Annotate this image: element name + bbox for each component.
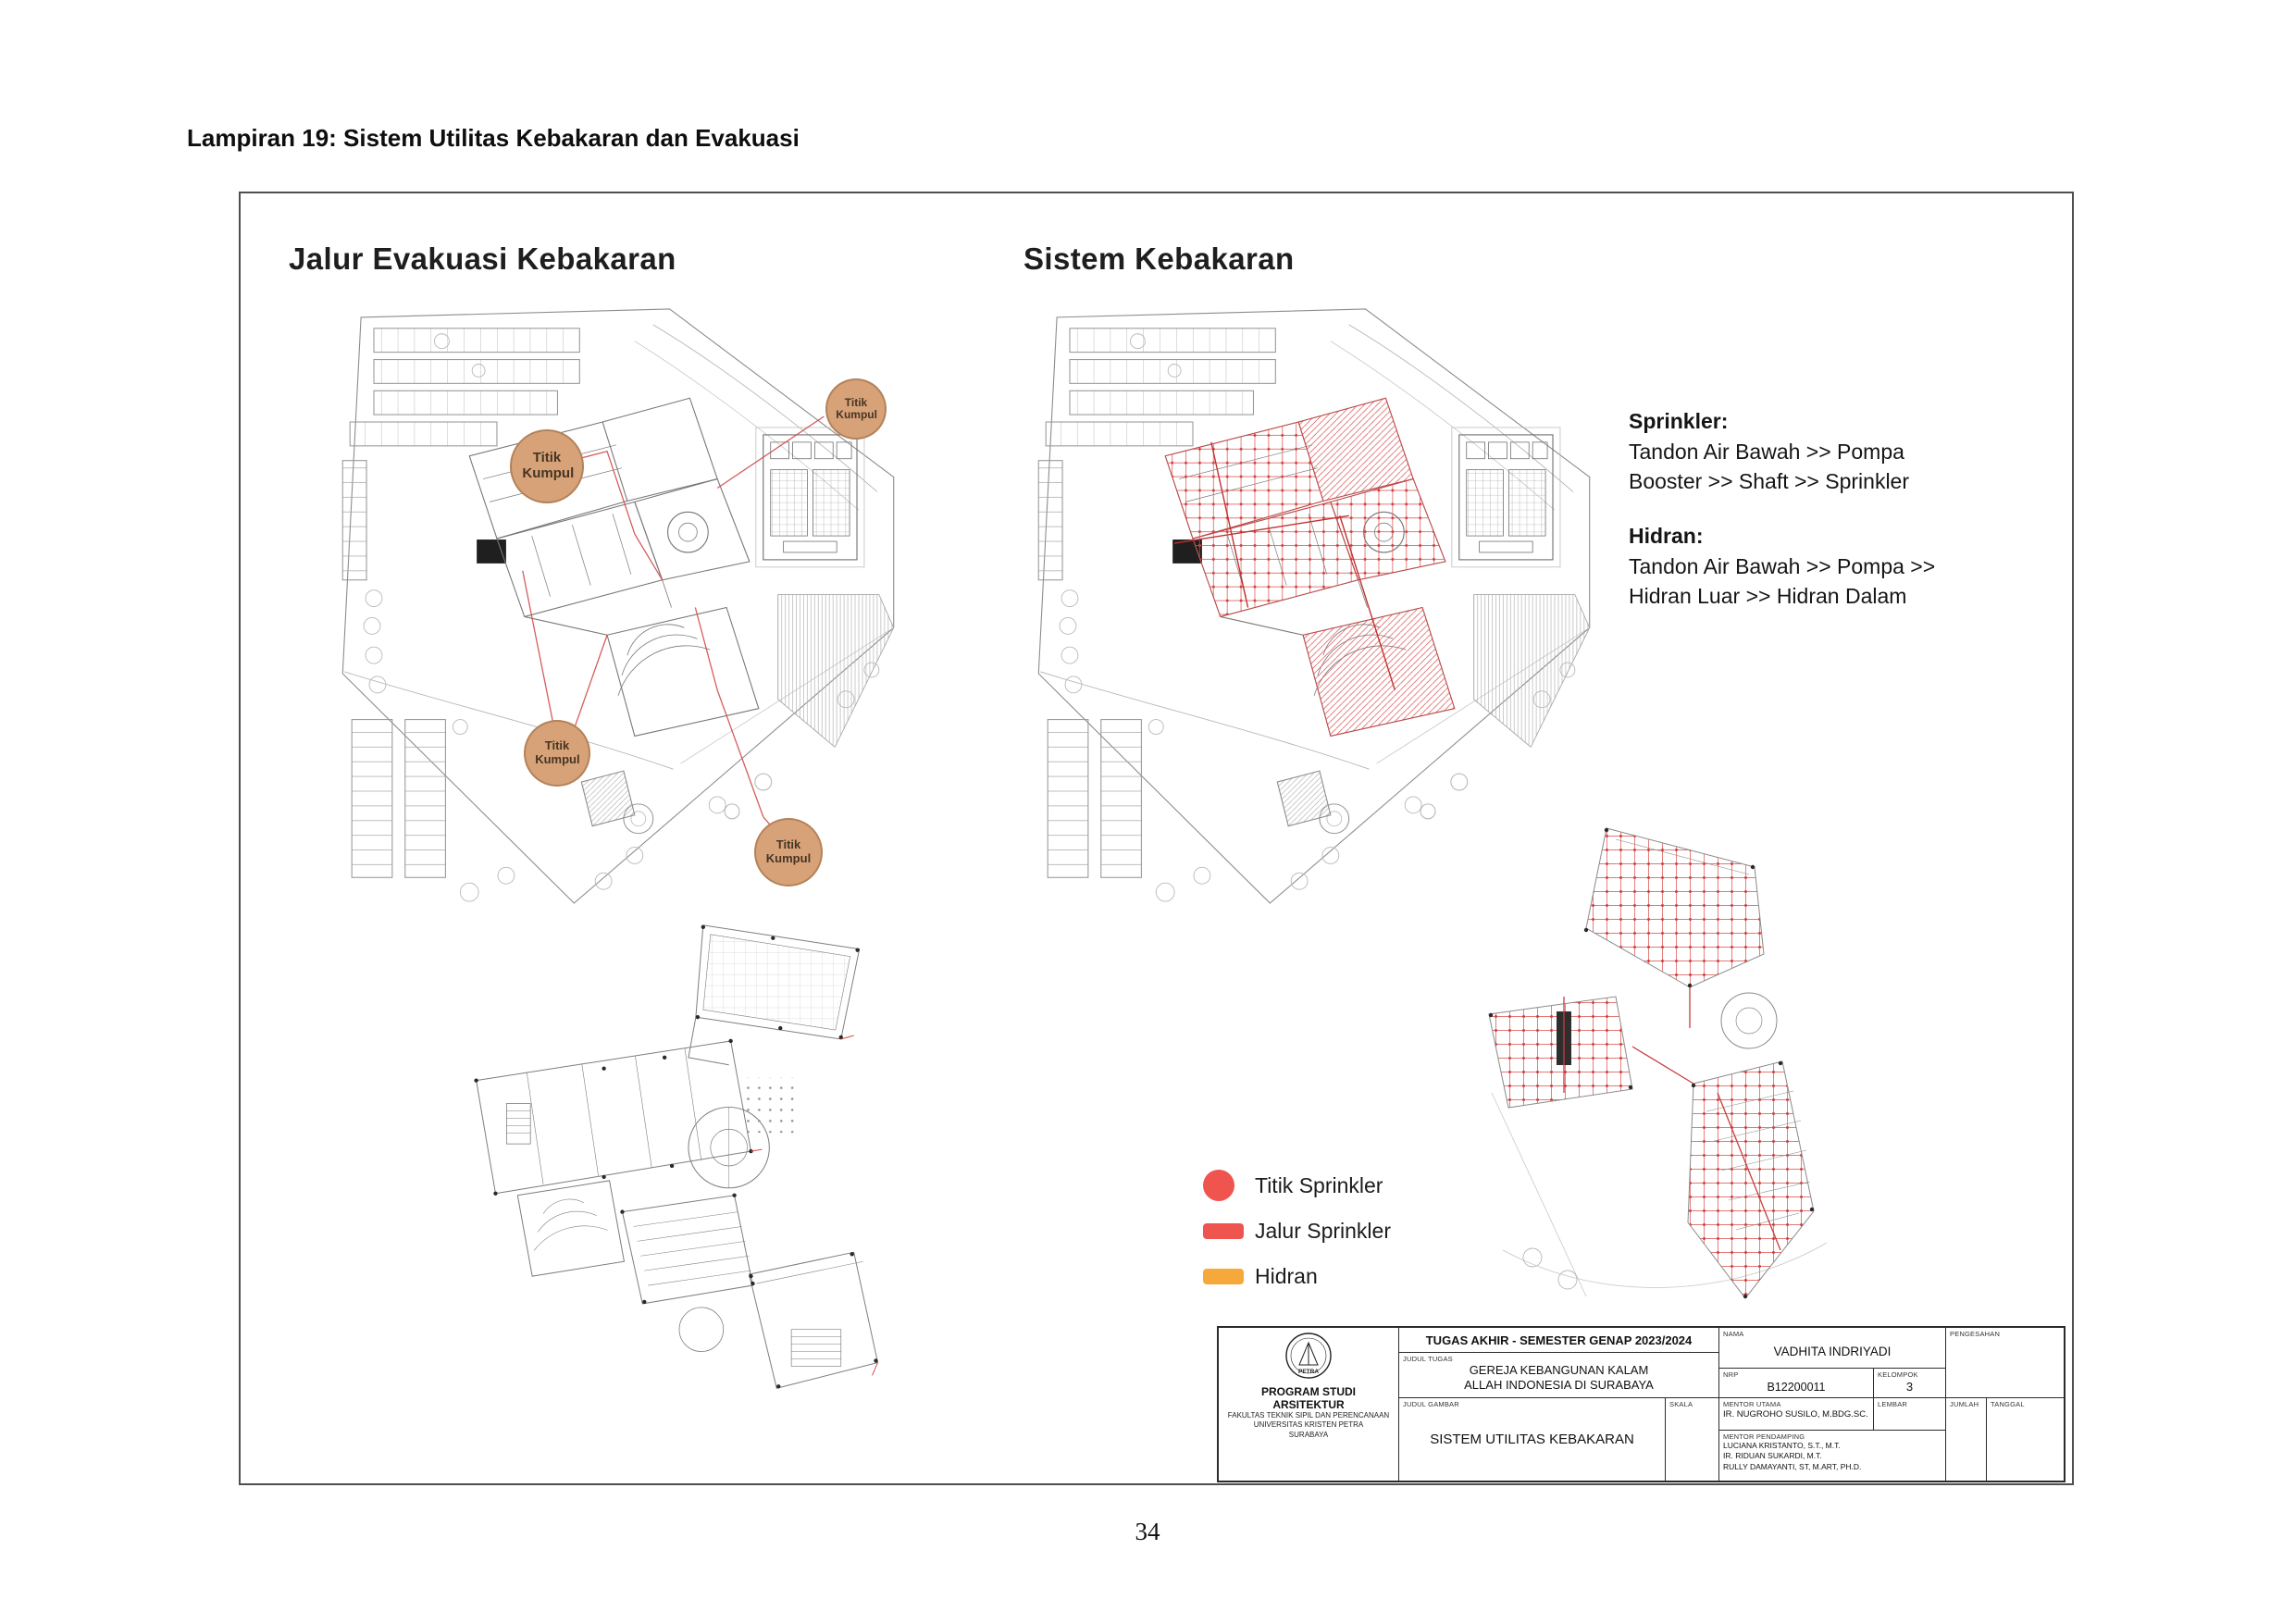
evacuation-site-plan: Titik Kumpul Titik Kumpul Titik Kumpul T… bbox=[329, 304, 903, 911]
titik-kumpul-marker: Titik Kumpul bbox=[825, 378, 887, 440]
sprinkler-point-icon bbox=[1203, 1170, 1234, 1201]
nama-label: NAMA bbox=[1723, 1330, 1744, 1338]
nama-cell: NAMA VADHITA INDRIYADI bbox=[1719, 1328, 1945, 1369]
fire-system-panel-title: Sistem Kebakaran bbox=[1023, 242, 1295, 276]
mentor-utama-label: MENTOR UTAMA bbox=[1723, 1400, 1781, 1408]
institution-faculty: FAKULTAS TEKNIK SIPIL DAN PERENCANAAN bbox=[1227, 1411, 1390, 1419]
sprinkler-line-icon bbox=[1203, 1222, 1244, 1239]
title-block-people: NAMA VADHITA INDRIYADI NRP B12200011 KEL… bbox=[1719, 1328, 1946, 1481]
title-block-project: TUGAS AKHIR - SEMESTER GENAP 2023/2024 J… bbox=[1399, 1328, 1719, 1481]
skala-label: SKALA bbox=[1669, 1400, 1693, 1408]
mentor-pendamping-cell: MENTOR PENDAMPING LUCIANA KRISTANTO, S.T… bbox=[1719, 1431, 1945, 1481]
project-header-cell: TUGAS AKHIR - SEMESTER GENAP 2023/2024 bbox=[1399, 1328, 1718, 1353]
titik-kumpul-label: Titik Kumpul bbox=[836, 395, 877, 421]
petra-logo: PETRA bbox=[1285, 1333, 1332, 1379]
titik-kumpul-marker: Titik Kumpul bbox=[754, 818, 823, 886]
institution-city: SURABAYA bbox=[1288, 1430, 1329, 1439]
mentor-pendamping-1: LUCIANA KRISTANTO, S.T., M.T. bbox=[1723, 1441, 1841, 1450]
system-notes: Sprinkler: Tandon Air Bawah >> Pompa Boo… bbox=[1629, 406, 1953, 636]
kelompok-cell: KELOMPOK 3 bbox=[1873, 1369, 1945, 1397]
title-block: PETRA PROGRAM STUDI ARSITEKTUR FAKULTAS … bbox=[1217, 1326, 2066, 1482]
institution-program: PROGRAM STUDI ARSITEKTUR bbox=[1261, 1385, 1356, 1411]
legend-label: Hidran bbox=[1255, 1263, 1318, 1288]
hidran-swatch-wrap bbox=[1203, 1268, 1255, 1284]
lembar-cell: LEMBAR bbox=[1873, 1398, 1945, 1430]
legend: Titik Sprinkler Jalur Sprinkler Hidran bbox=[1203, 1167, 1391, 1303]
kelompok-label: KELOMPOK bbox=[1878, 1370, 1918, 1379]
kelompok-value: 3 bbox=[1905, 1380, 1914, 1394]
nrp-row: NRP B12200011 KELOMPOK 3 bbox=[1719, 1369, 1945, 1398]
jumlah-cell: JUMLAH bbox=[1946, 1398, 1987, 1481]
page-number: 34 bbox=[1135, 1518, 1160, 1545]
pengesahan-cell: PENGESAHAN bbox=[1946, 1328, 2064, 1398]
judul-gambar-label: JUDUL GAMBAR bbox=[1403, 1400, 1459, 1408]
petra-logo-text: PETRA bbox=[1298, 1369, 1319, 1375]
mentor-pendamping-3: RULLY DAMAYANTI, ST, M.ART, PH.D. bbox=[1723, 1461, 1862, 1471]
sprinkler-point-swatch-wrap bbox=[1203, 1170, 1255, 1201]
sprinkler-note-text: Tandon Air Bawah >> Pompa Booster >> Sha… bbox=[1629, 439, 1910, 494]
institution-university: UNIVERSITAS KRISTEN PETRA bbox=[1253, 1420, 1364, 1430]
legend-label: Jalur Sprinkler bbox=[1255, 1218, 1391, 1243]
evacuation-floor-plan-svg bbox=[474, 924, 879, 1389]
hidran-icon bbox=[1203, 1268, 1244, 1284]
hidran-note-text: Tandon Air Bawah >> Pompa >> Hidran Luar… bbox=[1629, 553, 1936, 609]
nama-value: VADHITA INDRIYADI bbox=[1773, 1345, 1892, 1358]
sprinkler-note: Sprinkler: Tandon Air Bawah >> Pompa Boo… bbox=[1629, 406, 1953, 497]
sprinkler-floor-plan bbox=[1475, 815, 1849, 1320]
judul-tugas-cell: JUDUL TUGAS GEREJA KEBANGUNAN KALAM ALLA… bbox=[1399, 1353, 1718, 1398]
legend-item: Hidran bbox=[1203, 1258, 1391, 1295]
hidran-note: Hidran: Tandon Air Bawah >> Pompa >> Hid… bbox=[1629, 521, 1953, 612]
lembar-label: LEMBAR bbox=[1878, 1400, 1908, 1408]
fire-system-site-plan-svg bbox=[1037, 308, 1591, 904]
nrp-value: B12200011 bbox=[1767, 1380, 1826, 1394]
nrp-label: NRP bbox=[1723, 1370, 1739, 1379]
mentor-utama-value: IR. NUGROHO SUSILO, M.BDG.SC. bbox=[1723, 1409, 1868, 1419]
sprinkler-overlay bbox=[1164, 397, 1456, 737]
titik-kumpul-marker: Titik Kumpul bbox=[510, 429, 584, 503]
structure-columns bbox=[1488, 827, 1815, 1299]
judul-gambar-cell: JUDUL GAMBAR SISTEM UTILITAS KEBAKARAN bbox=[1399, 1398, 1665, 1481]
sprinkler-line-swatch-wrap bbox=[1203, 1222, 1255, 1239]
judul-gambar-row: JUDUL GAMBAR SISTEM UTILITAS KEBAKARAN S… bbox=[1399, 1398, 1718, 1481]
exit-marks bbox=[751, 1035, 878, 1376]
judul-tugas-label: JUDUL TUGAS bbox=[1403, 1355, 1453, 1363]
legend-label: Titik Sprinkler bbox=[1255, 1172, 1383, 1197]
title-block-approval: PENGESAHAN JUMLAH TANGGAL bbox=[1946, 1328, 2064, 1481]
legend-item: Jalur Sprinkler bbox=[1203, 1212, 1391, 1249]
page-header: Lampiran 19: Sistem Utilitas Kebakaran d… bbox=[187, 124, 800, 152]
titik-kumpul-marker: Titik Kumpul bbox=[524, 720, 590, 787]
pengesahan-label: PENGESAHAN bbox=[1950, 1330, 2001, 1338]
fire-system-site-plan bbox=[1025, 304, 1599, 911]
mentor-utama-row: MENTOR UTAMA IR. NUGROHO SUSILO, M.BDG.S… bbox=[1719, 1398, 1945, 1431]
titik-kumpul-label: Titik Kumpul bbox=[765, 837, 812, 865]
mentor-pendamping-2: IR. RIDUAN SUKARDI, M.T. bbox=[1723, 1451, 1822, 1461]
judul-tugas-value: GEREJA KEBANGUNAN KALAM ALLAH INDONESIA … bbox=[1464, 1362, 1654, 1392]
sprinkler-note-heading: Sprinkler: bbox=[1629, 409, 1729, 433]
nrp-cell: NRP B12200011 bbox=[1719, 1369, 1873, 1397]
titik-kumpul-label: Titik Kumpul bbox=[522, 450, 575, 481]
mentor-pendamping-label: MENTOR PENDAMPING bbox=[1723, 1432, 1805, 1441]
skala-cell: SKALA bbox=[1665, 1398, 1718, 1481]
tanggal-cell: TANGGAL bbox=[1987, 1398, 2064, 1481]
hidran-note-heading: Hidran: bbox=[1629, 523, 1704, 548]
legend-item: Titik Sprinkler bbox=[1203, 1167, 1391, 1204]
mentor-utama-cell: MENTOR UTAMA IR. NUGROHO SUSILO, M.BDG.S… bbox=[1719, 1398, 1873, 1430]
titik-kumpul-label: Titik Kumpul bbox=[535, 738, 580, 766]
title-block-institution: PETRA PROGRAM STUDI ARSITEKTUR FAKULTAS … bbox=[1219, 1328, 1399, 1481]
tanggal-row: JUMLAH TANGGAL bbox=[1946, 1398, 2064, 1481]
tanggal-label: TANGGAL bbox=[1991, 1400, 2025, 1408]
drawing-frame: Jalur Evakuasi Kebakaran Sistem Kebakara… bbox=[239, 192, 2074, 1485]
jumlah-label: JUMLAH bbox=[1950, 1400, 1979, 1408]
evacuation-site-plan-svg bbox=[341, 308, 895, 904]
judul-gambar-value: SISTEM UTILITAS KEBAKARAN bbox=[1430, 1432, 1634, 1447]
structure-columns bbox=[474, 924, 878, 1389]
evacuation-floor-plan bbox=[426, 919, 940, 1407]
evacuation-panel-title: Jalur Evakuasi Kebakaran bbox=[289, 242, 676, 276]
sprinkler-floor-plan-svg bbox=[1488, 827, 1828, 1299]
sprinkler-main-lines bbox=[1563, 987, 1781, 1251]
